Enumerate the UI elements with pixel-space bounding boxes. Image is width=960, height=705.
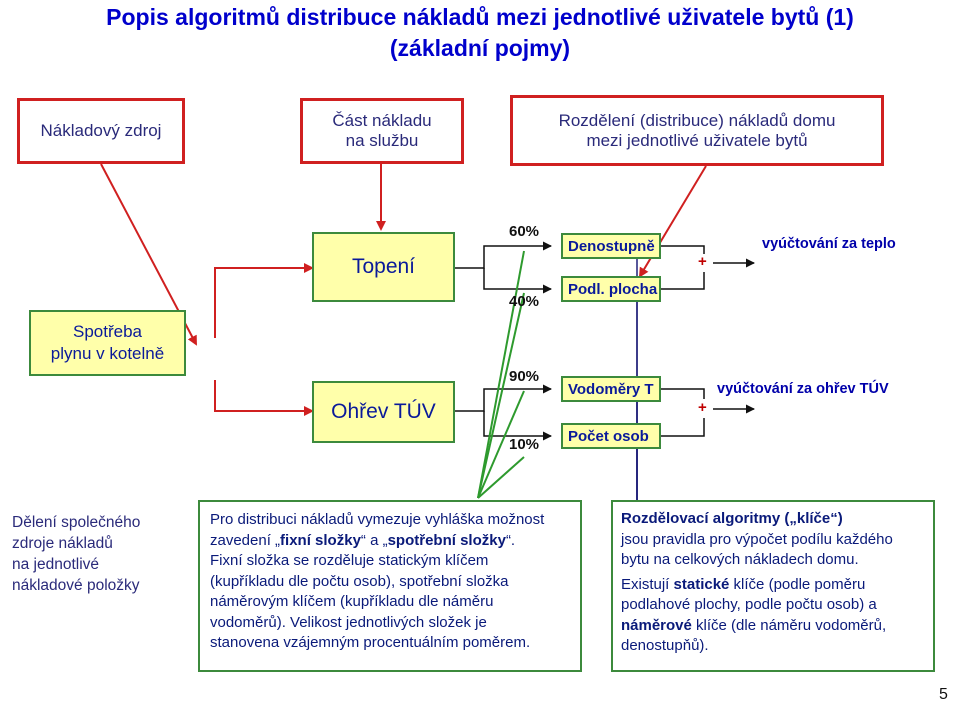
middle-note-box: Pro distribuci nákladů vymezuje vyhláška… [198, 500, 582, 672]
middle-note-line-2: zavedení „fixní složky“ a „spotřební slo… [210, 531, 570, 552]
hot-water-box: Ohřev TÚV [312, 381, 455, 443]
arrow-note-60 [477, 250, 525, 499]
result-heating-bill: vyúčtování za teplo [762, 236, 896, 252]
right-note-line-6: náměrové klíče (dle náměru vodoměrů, [621, 616, 925, 637]
key-persons: Počet osob [561, 423, 661, 449]
right-note-heading-end: “) [830, 510, 843, 527]
plus-water: + [698, 399, 707, 416]
arrow-note-10 [477, 456, 525, 499]
page-number: 5 [939, 686, 948, 703]
line-source-heating [214, 263, 314, 338]
key-floor-area-label: Podl. plocha [568, 280, 658, 298]
pct-water-consumption: 90% [509, 368, 540, 385]
key-water-meters: Vodoměry T [561, 376, 661, 402]
distribution-box: Rozdělení (distribuce) nákladů domu mezi… [510, 95, 884, 166]
line-source-water [214, 380, 314, 416]
fixed-component-term: fixní složky [280, 531, 361, 549]
key-floor-area: Podl. plocha [561, 276, 661, 302]
left-note-line-1: Dělení společného [12, 514, 141, 531]
left-note-line-2: zdroje nákladů [12, 535, 113, 552]
middle-note-line-1: Pro distribuci nákladů vymezuje vyhláška… [210, 511, 545, 528]
key-degree-days: Denostupně [561, 233, 661, 259]
right-note-heading: Rozdělovací algoritmy („ [621, 510, 797, 527]
cost-source-label: Nákladový zdroj [40, 121, 162, 140]
middle-note-line-7: stanovena vzájemným procentuálním poměre… [210, 634, 531, 651]
right-note-line-2: jsou pravidla pro výpočet podílu každého [621, 530, 893, 548]
right-note-text: klíče (dle náměru vodoměrů, [691, 616, 887, 634]
distribution-line-1: Rozdělení (distribuce) nákladů domu [558, 110, 836, 130]
cost-part-line-1: Část nákladu [332, 111, 432, 130]
consumption-component-term: spotřební složky [387, 531, 506, 549]
right-note-line-5: podlahové plochy, podle počtu osob) a [621, 596, 877, 613]
title-line-2: (základní pojmy) [389, 35, 571, 61]
middle-note-line-6: vodoměrů). Velikost jednotlivých složek … [210, 613, 487, 631]
cost-part-line-2: na službu [345, 131, 419, 150]
left-note-line-3: na jednotlivé [12, 556, 100, 573]
middle-note-text: “ a „ [360, 531, 388, 549]
result-water-bill: vyúčtování za ohřev TÚV [717, 381, 889, 397]
heating-box: Topení [312, 232, 455, 302]
pct-heating-consumption: 40% [509, 293, 540, 310]
middle-note-line-5: náměrovým klíčem (kupříkladu dle náměru [210, 593, 494, 610]
keys-term: klíče [796, 510, 831, 527]
middle-note-line-4: (kupříkladu dle počtu osob), spotřební s… [210, 572, 509, 590]
key-persons-label: Počet osob [568, 427, 649, 445]
cost-source-box: Nákladový zdroj [17, 98, 185, 164]
key-water-meters-label: Vodoměry T [568, 380, 654, 398]
title-line-1: Popis algoritmů distribuce nákladů mezi … [106, 4, 854, 30]
right-note-text: klíče (podle poměru [729, 575, 866, 593]
arrow-note-90 [477, 390, 525, 499]
heating-label: Topení [351, 255, 416, 278]
static-term: statické [673, 575, 730, 593]
measured-term: náměrové [621, 616, 692, 634]
right-note-line-1: Rozdělovací algoritmy („klíče“) [621, 509, 925, 530]
left-note-line-4: nákladové položky [12, 577, 140, 594]
gas-consumption-line-1: Spotřeba [73, 322, 142, 341]
right-note-text: Existují [621, 575, 674, 593]
arrow-distribution [638, 165, 707, 278]
right-note-box: Rozdělovací algoritmy („klíče“) jsou pra… [611, 500, 935, 672]
plus-heating: + [698, 253, 707, 270]
right-note-line-7: denostupňů). [621, 637, 709, 654]
right-note-line-4: Existují statické klíče (podle poměru [621, 575, 925, 596]
middle-note-text: “. [505, 531, 516, 549]
gas-consumption-box: Spotřeba plynu v kotelně [29, 310, 186, 376]
page-title: Popis algoritmů distribuce nákladů mezi … [0, 2, 960, 64]
cost-part-box: Část nákladu na službu [300, 98, 464, 164]
pct-heating-fixed: 60% [509, 223, 540, 240]
left-note: Dělení společného zdroje nákladů na jedn… [12, 512, 172, 596]
middle-note-line-3: Fixní složka se rozděluje statickým klíč… [210, 552, 489, 569]
gas-consumption-line-2: plynu v kotelně [50, 344, 165, 363]
key-degree-days-label: Denostupně [568, 237, 655, 255]
hot-water-label: Ohřev TÚV [331, 400, 436, 423]
distribution-line-2: mezi jednotlivé uživatele bytů [586, 130, 808, 150]
arrow-note-40 [477, 292, 525, 499]
middle-note-text: zavedení „ [210, 531, 281, 549]
pct-water-fixed: 10% [509, 436, 540, 453]
right-note-line-3: bytu na celkových nákladech domu. [621, 551, 859, 568]
